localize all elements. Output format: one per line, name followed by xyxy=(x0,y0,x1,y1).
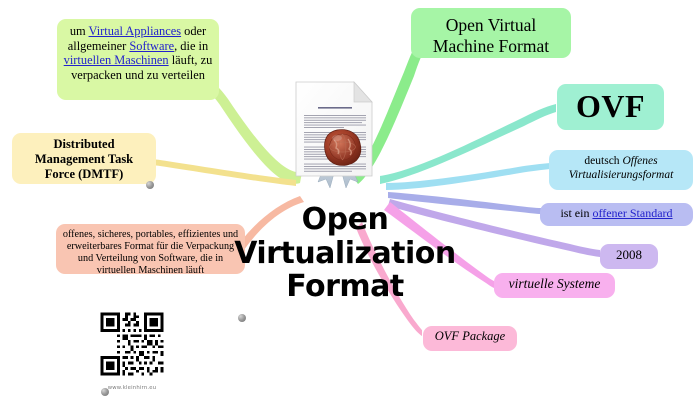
branch-node-deutsch-offenes-virtualisierungsformat[interactable]: deutsch Offenes Virtualisierungsformat xyxy=(549,150,693,190)
grey-bullet-dot xyxy=(101,388,109,396)
central-title-line-1: Open xyxy=(301,202,389,237)
branch-node-open-virtual-machine-format[interactable]: Open Virtual Machine Format xyxy=(411,8,571,58)
qr-code-block: www.kleinhirn.eu xyxy=(92,310,172,391)
format-line-3: und Verteilung von Software, die in xyxy=(77,253,224,265)
branch-node-dmtf[interactable]: Distributed Management Task Force (DMTF) xyxy=(12,133,156,184)
deutsch-prefix: deutsch xyxy=(584,155,623,167)
connector-ovf xyxy=(380,104,556,184)
connector-deutsch xyxy=(386,163,550,190)
branch-node-ovf[interactable]: OVF xyxy=(557,84,664,130)
standard-prefix: ist ein xyxy=(560,206,593,220)
grey-bullet-dot xyxy=(146,181,154,189)
deutsch-italic-1: Offenes xyxy=(622,155,658,167)
site-url-label: www.kleinhirn.eu xyxy=(107,385,157,391)
central-topic-title: Open Virtualization Format xyxy=(232,203,458,304)
ovf-label: OVF xyxy=(575,88,646,124)
appliances-text-prefix: um xyxy=(69,24,89,38)
wax-seal-icon xyxy=(324,129,362,166)
qr-code[interactable] xyxy=(92,310,172,378)
format-line-4: virtuellen Maschinen läuft xyxy=(96,265,205,277)
central-title-line-2: Virtualization xyxy=(234,235,456,271)
branch-node-appliances[interactable]: um Virtual Appliances oder allgemeiner S… xyxy=(57,19,219,100)
format-line-2: erweiterbares Format für die Verpackung xyxy=(66,241,235,253)
appliances-text-suffix: läuft, zu verpacken und zu verteilen xyxy=(71,53,213,82)
branch-node-offener-standard[interactable]: ist ein offener Standard xyxy=(540,203,693,226)
systeme-label: virtuelle Systeme xyxy=(508,276,601,291)
year-label: 2008 xyxy=(616,247,642,262)
central-title-line-3: Format xyxy=(286,269,404,305)
connector-dmtf xyxy=(152,159,296,186)
dmtf-line-2: Management Task xyxy=(34,151,134,166)
branch-node-virtuelle-systeme[interactable]: virtuelle Systeme xyxy=(494,273,615,298)
ovmf-line-1: Open Virtual xyxy=(445,15,537,35)
format-line-1: offenes, sicheres, portables, effiziente… xyxy=(62,229,239,240)
branch-node-format-description[interactable]: offenes, sicheres, portables, effiziente… xyxy=(56,224,245,277)
ovmf-line-2: Machine Format xyxy=(432,35,550,56)
grey-bullet-dot xyxy=(238,314,246,322)
certificate-document-icon xyxy=(295,81,373,189)
dmtf-line-3: Force (DMTF) xyxy=(44,166,124,181)
appliances-text-mid1: oder allgemeiner xyxy=(67,24,207,53)
branch-node-ovf-package[interactable]: OVF Package xyxy=(423,326,517,351)
deutsch-italic-2: Virtualisierungsformat xyxy=(568,168,674,181)
link-virtual-appliances[interactable]: Virtual Appliances xyxy=(88,24,182,38)
link-virtuelle-maschinen[interactable]: virtuellen Maschinen xyxy=(63,53,169,68)
link-software[interactable]: Software xyxy=(129,38,175,53)
appliances-text-mid2: , die in xyxy=(174,38,209,53)
link-offener-standard[interactable]: offener Standard xyxy=(592,206,673,220)
dmtf-line-1: Distributed xyxy=(53,137,115,151)
package-label: OVF Package xyxy=(434,329,506,343)
connector-appliances xyxy=(206,79,302,184)
branch-node-year-2008[interactable]: 2008 xyxy=(600,244,658,269)
